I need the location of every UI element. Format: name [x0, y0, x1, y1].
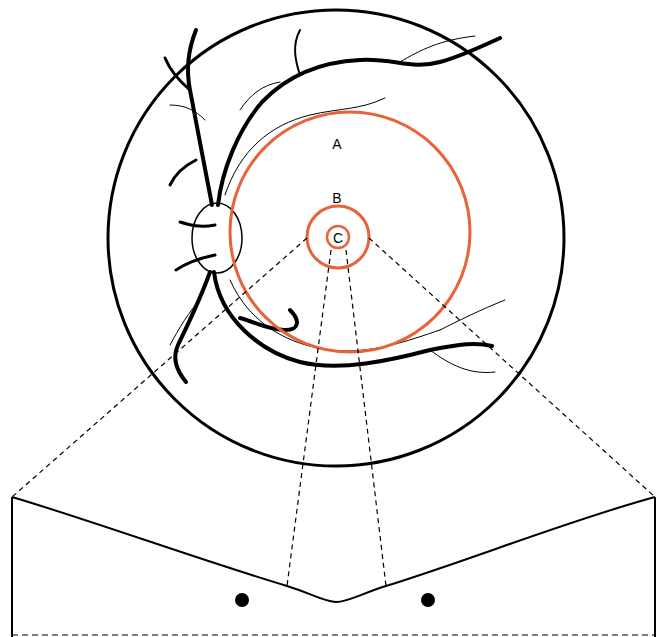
projection-line	[12, 238, 307, 497]
projection-line	[369, 238, 655, 497]
cell-dot	[421, 593, 435, 607]
projection-line	[346, 250, 386, 586]
thin-vessel	[230, 280, 440, 351]
part-label: B	[332, 191, 341, 205]
part-label: A	[332, 137, 341, 151]
branch-vessel	[295, 30, 300, 75]
section-bottom	[12, 634, 655, 635]
branch-vessel	[170, 160, 196, 185]
thin-vessel	[240, 82, 280, 110]
macula-circle	[230, 112, 470, 352]
retina-profile	[12, 497, 655, 602]
projection-line	[287, 250, 331, 586]
part-label: C	[333, 231, 343, 245]
thin-vessel	[170, 105, 205, 120]
retinal-vessels	[165, 30, 505, 382]
branch-vessel	[180, 222, 215, 226]
projection-lines	[12, 238, 655, 586]
thin-vessel	[170, 300, 200, 345]
foveola-circle	[327, 226, 349, 248]
fovea-circle	[307, 206, 369, 268]
thin-vessel	[440, 300, 505, 330]
section-edge	[11, 497, 13, 637]
thin-vessel	[430, 350, 495, 373]
fundus-outline	[108, 10, 564, 466]
section-edge	[654, 497, 656, 637]
cell-dot	[235, 593, 249, 607]
